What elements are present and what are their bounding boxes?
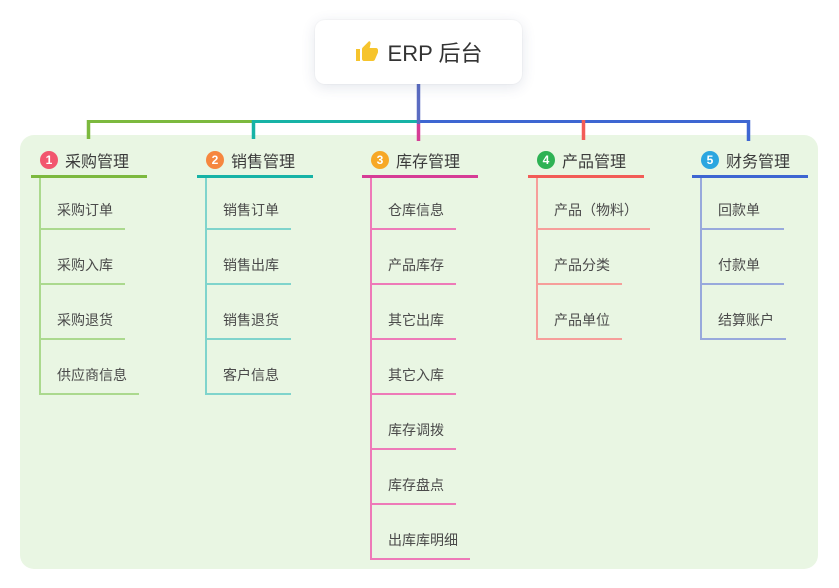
child-sales-outbound[interactable]: 销售出库: [205, 230, 291, 285]
child-product-category[interactable]: 产品分类: [536, 230, 622, 285]
branch-product-header[interactable]: 4 产品管理: [528, 145, 644, 178]
child-purchase-inbound[interactable]: 采购入库: [39, 230, 125, 285]
branch-title: 销售管理: [231, 154, 296, 171]
child-product-unit[interactable]: 产品单位: [536, 285, 622, 340]
branch-title: 库存管理: [396, 154, 461, 171]
child-receipt-doc[interactable]: 回款单: [700, 178, 784, 230]
child-sales-order[interactable]: 销售订单: [205, 178, 291, 230]
child-purchase-return[interactable]: 采购退货: [39, 285, 125, 340]
child-product-material[interactable]: 产品（物料）: [536, 178, 650, 230]
child-product-stock[interactable]: 产品库存: [370, 230, 456, 285]
branch-title: 采购管理: [65, 154, 130, 171]
branch-sales: 2 销售管理 销售订单 销售出库 销售退货 客户信息: [197, 145, 313, 395]
child-other-inbound[interactable]: 其它入库: [370, 340, 456, 395]
child-warehouse-info[interactable]: 仓库信息: [370, 178, 456, 230]
badge-number-1: 1: [40, 151, 58, 169]
child-connector-line: [700, 178, 702, 338]
badge-number-5: 5: [701, 151, 719, 169]
branch-sales-header[interactable]: 2 销售管理: [197, 145, 313, 178]
branch-title: 财务管理: [726, 154, 791, 171]
child-settlement-account[interactable]: 结算账户: [700, 285, 786, 340]
child-connector-line: [39, 178, 41, 393]
branch-purchase-header[interactable]: 1 采购管理: [31, 145, 147, 178]
branch-inventory-header[interactable]: 3 库存管理: [362, 145, 478, 178]
child-customer-info[interactable]: 客户信息: [205, 340, 291, 395]
badge-number-4: 4: [537, 151, 555, 169]
child-stock-transfer[interactable]: 库存调拨: [370, 395, 456, 450]
branch-finance: 5 财务管理 回款单 付款单 结算账户: [692, 145, 808, 340]
thumbs-up-icon: [355, 40, 379, 64]
child-connector-line: [536, 178, 538, 338]
child-connector-line: [205, 178, 207, 393]
child-sales-return[interactable]: 销售退货: [205, 285, 291, 340]
branches-panel: [20, 135, 818, 569]
badge-number-3: 3: [371, 151, 389, 169]
child-connector-line: [370, 178, 372, 558]
root-title: ERP 后台: [387, 41, 483, 66]
root-node[interactable]: ERP 后台: [315, 20, 522, 84]
branch-title: 产品管理: [562, 154, 627, 171]
badge-number-2: 2: [206, 151, 224, 169]
child-other-outbound[interactable]: 其它出库: [370, 285, 456, 340]
branch-inventory: 3 库存管理 仓库信息 产品库存 其它出库 其它入库 库存调拨 库存盘点 出库库…: [362, 145, 478, 560]
branch-finance-header[interactable]: 5 财务管理: [692, 145, 808, 178]
branch-product: 4 产品管理 产品（物料） 产品分类 产品单位: [528, 145, 650, 340]
child-inout-detail[interactable]: 出库库明细: [370, 505, 470, 560]
branch-purchase: 1 采购管理 采购订单 采购入库 采购退货 供应商信息: [31, 145, 147, 395]
child-stock-count[interactable]: 库存盘点: [370, 450, 456, 505]
child-payment-doc[interactable]: 付款单: [700, 230, 784, 285]
child-supplier-info[interactable]: 供应商信息: [39, 340, 139, 395]
child-purchase-order[interactable]: 采购订单: [39, 178, 125, 230]
